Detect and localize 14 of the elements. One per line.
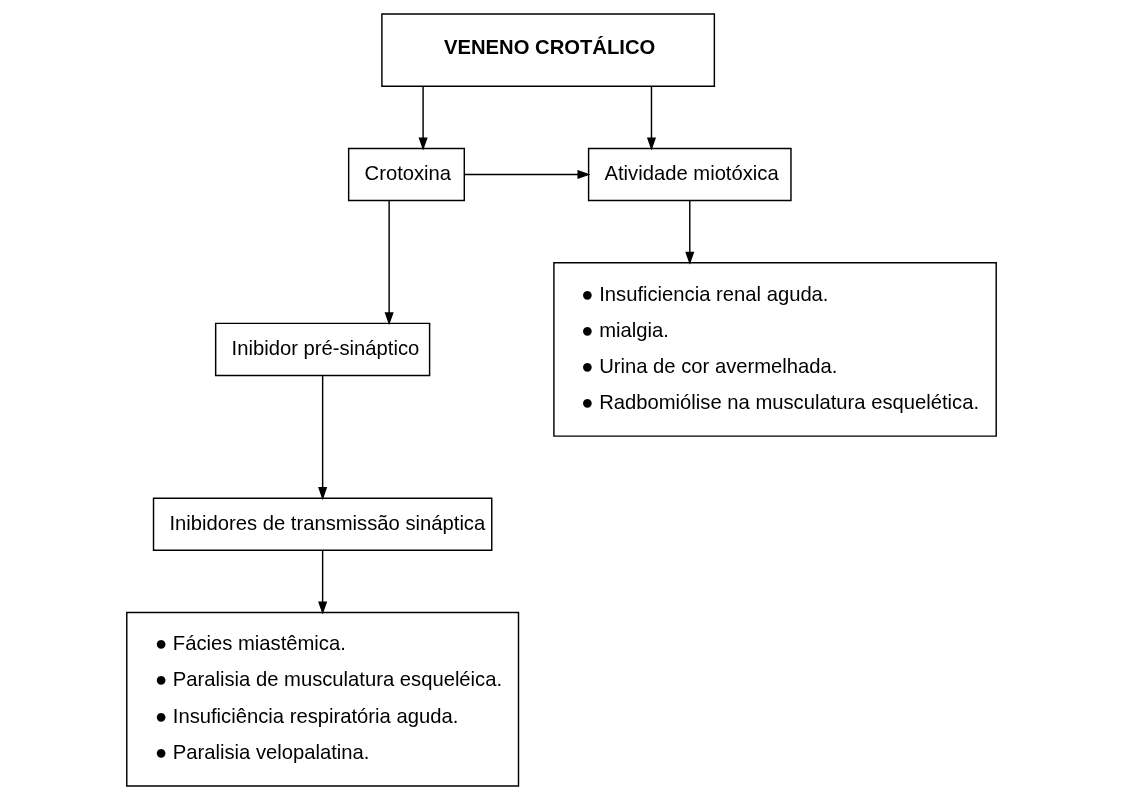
node-box: ● Insuficiencia renal aguda. ● mialgia. ● Urina de cor avermelhada. ● Radbomiólise na musculatura esquelética. bbox=[553, 261, 997, 437]
node-box: ● Fácies miastêmica. ● Paralisia de musculatura esqueléica. ● Insuficiência respiratória aguda. ● Paralisia velopalatina. bbox=[126, 611, 520, 787]
arrow bbox=[685, 199, 695, 265]
node-box: VENENO CROTÁLICO bbox=[381, 13, 716, 88]
arrow bbox=[318, 374, 328, 501]
arrow bbox=[463, 169, 591, 180]
node-box: Atividade miotóxica bbox=[587, 147, 792, 202]
node-box: Inibidor pré-sináptico bbox=[214, 322, 431, 377]
arrow bbox=[646, 86, 657, 151]
arrow bbox=[318, 549, 328, 615]
arrow bbox=[384, 199, 394, 326]
node-box: Crotoxina bbox=[347, 147, 465, 202]
node-box: Inibidores de transmissão sináptica bbox=[152, 497, 493, 552]
arrow bbox=[418, 86, 428, 151]
